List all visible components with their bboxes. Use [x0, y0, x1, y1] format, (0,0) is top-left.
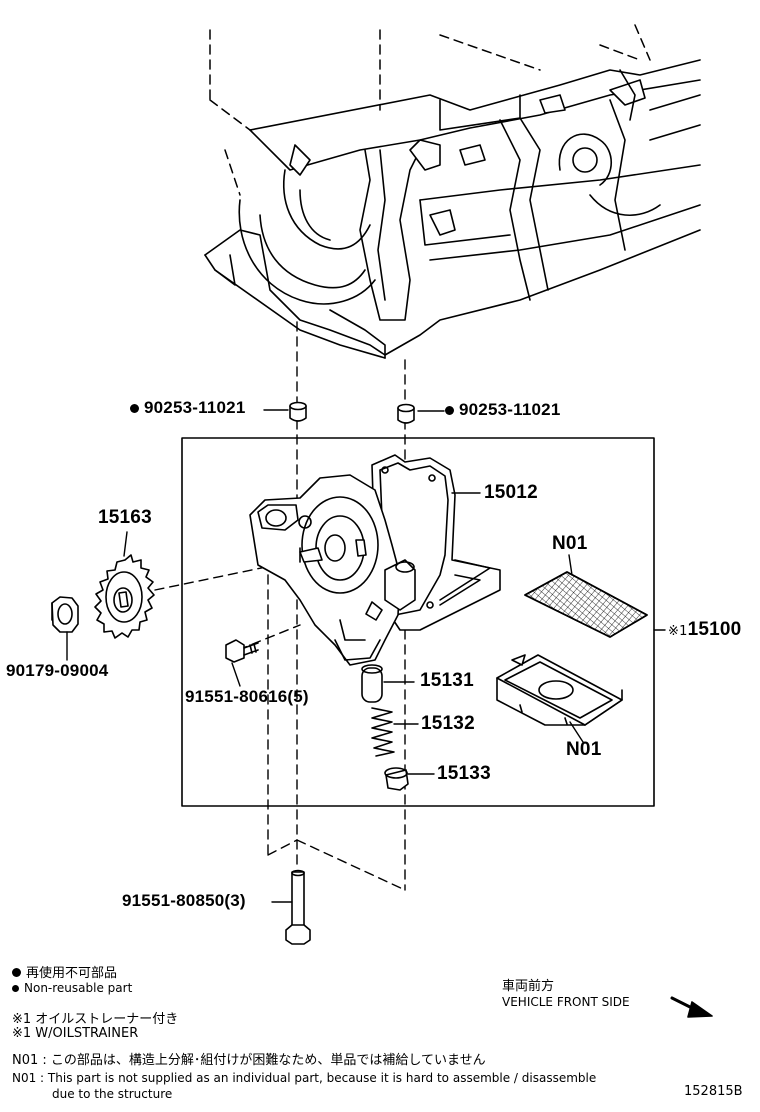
legend-n01-jp: N01 : この部品は、構造上分解･組付けが困難なため、単品では補給していません — [12, 1053, 486, 1068]
leader-lines — [66, 409, 666, 903]
part-label-cover: 15012 — [484, 482, 538, 503]
direction-label-jp: 車両前方 — [502, 979, 555, 994]
strainer-body-drawing — [496, 654, 623, 726]
assembly-note-mark: ※1 — [668, 624, 688, 639]
nonreuse-bullet-icon — [130, 404, 139, 413]
part-label-nut: 90179-09004 — [6, 661, 109, 680]
nonreuse-bullet-icon — [12, 968, 21, 977]
collar-left-drawing — [289, 401, 307, 422]
engine-block-drawing — [204, 24, 701, 359]
part-label-valve: 15131 — [420, 670, 474, 691]
part-label-sprocket: 15163 — [98, 507, 152, 528]
part-label-spring: 15132 — [421, 713, 475, 734]
figure-id: 152815B — [684, 1084, 743, 1099]
legend-nonreuse-jp: 再使用不可部品 — [12, 962, 117, 981]
part-label-collar-right: 90253-11021 — [445, 400, 560, 420]
legend-nonreuse-en: Non-reusable part — [12, 981, 132, 995]
nut-drawing — [51, 596, 79, 633]
part-label-plug: 15133 — [437, 763, 491, 784]
legend-note1-jp: ※1 オイルストレーナー付き — [12, 1012, 179, 1027]
legend-note1-en: ※1 W/OILSTRAINER — [12, 1026, 139, 1041]
part-label-long-bolt: 91551-80850(3) — [122, 891, 246, 910]
assembly-boundary-box — [181, 437, 655, 807]
spring-drawing — [371, 707, 395, 757]
small-bolt-drawing — [225, 639, 259, 663]
vehicle-front-arrow — [670, 996, 713, 1018]
oil-pump-body-drawing — [249, 474, 416, 666]
relief-valve-drawing — [361, 664, 383, 703]
collar-right-drawing — [397, 403, 415, 424]
part-label-small-bolt: 91551-80616(5) — [185, 687, 309, 706]
nonreuse-bullet-icon — [12, 985, 19, 992]
nonreuse-bullet-icon — [445, 406, 454, 415]
long-bolt-drawing — [285, 869, 311, 945]
direction-label-en: VEHICLE FRONT SIDE — [502, 995, 630, 1009]
strainer-screen-drawing — [524, 571, 648, 638]
part-label-strainer-bottom: N01 — [566, 739, 602, 760]
part-label-collar-left: 90253-11021 — [130, 398, 245, 418]
legend-n01-en-line1: N01 : This part is not supplied as an in… — [12, 1071, 597, 1085]
assembly-number: 15100 — [687, 619, 742, 640]
part-label-strainer-top: N01 — [552, 533, 588, 554]
plug-drawing — [384, 767, 409, 791]
part-label-assembly: ※115100 — [668, 619, 741, 641]
drive-sprocket-drawing — [94, 554, 155, 639]
legend-n01-en-line2: due to the structure — [52, 1087, 173, 1101]
